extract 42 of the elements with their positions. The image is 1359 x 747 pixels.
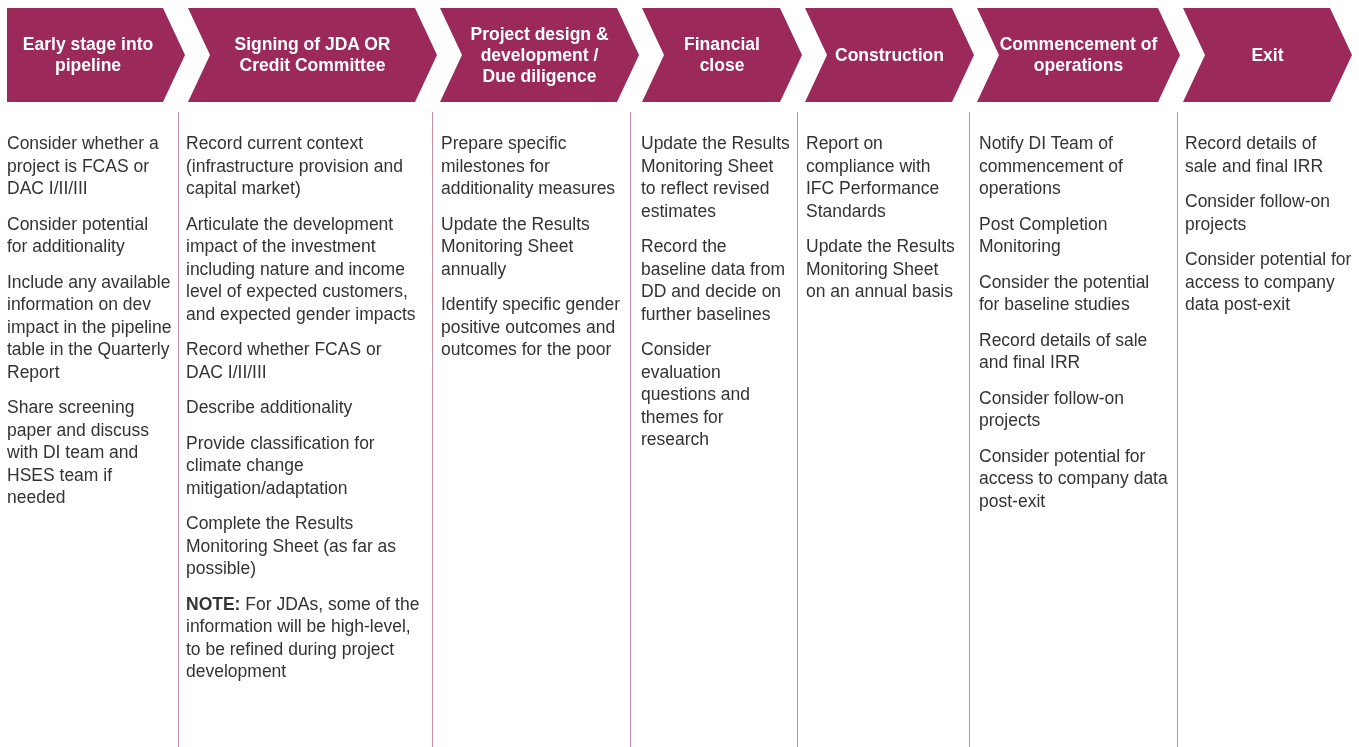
- stage-title: Construction: [834, 43, 945, 67]
- step-text: NOTE: For JDAs, some of the information will be high-level, to be refined during project development: [186, 592, 421, 683]
- stage-header: [805, 8, 974, 102]
- step-text: Consider potential for access to company data post-exit: [979, 444, 1169, 512]
- step-text: Update the Results Monitoring Sheet on an annual basis: [806, 235, 956, 303]
- step-text: Consider the potential for baseline studies: [979, 270, 1151, 316]
- stage-header: [440, 8, 639, 102]
- step-text: Articulate the development impact of the investment including nature and income level of expected customers, and expected gender impacts: [186, 212, 417, 325]
- step-text: Record the baseline data from DD and decide on further baselines: [641, 235, 786, 325]
- stage-title: Financial close: [683, 33, 761, 77]
- stage-title: Project design & development / Due diligence: [469, 22, 610, 88]
- step-text: Report on compliance with IFC Performance Standards: [806, 132, 941, 222]
- step-text: Consider evaluation questions and themes for research: [641, 338, 751, 451]
- step-text: Consider follow-on projects: [979, 386, 1125, 432]
- step-text: Record current context (infrastructure provision and capital market): [186, 132, 404, 200]
- step-text: Record details of sale and final IRR: [979, 328, 1149, 374]
- step-text: Record whether FCAS or DAC I/II/III: [186, 338, 383, 383]
- step-text: Consider potential for access to company data post-exit: [1185, 248, 1353, 316]
- step-text: Post Completion Monitoring: [979, 212, 1109, 258]
- stage-title: Commencement of operations: [999, 33, 1158, 77]
- step-text: Describe additionality: [186, 396, 354, 419]
- step-text: Include any available information on dev impact in the pipeline table in the Quarterly Report: [7, 270, 172, 383]
- stage-header: [188, 8, 437, 102]
- step-text: Update the Results Monitoring Sheet annually: [441, 212, 591, 280]
- stage-title: Early stage into pipeline: [21, 33, 155, 77]
- stage-header: [1183, 8, 1352, 102]
- step-text: Notify DI Team of commencement of operations: [979, 132, 1124, 200]
- stage-header: [977, 8, 1180, 102]
- step-text: Identify specific gender positive outcomes and outcomes for the poor: [441, 293, 621, 361]
- step-text: Consider potential for additionality: [7, 212, 150, 258]
- step-text: Share screening paper and discuss with DI team and HSES team if needed: [7, 396, 151, 509]
- step-text: Update the Results Monitoring Sheet to reflect revised estimates: [641, 132, 791, 222]
- step-text: Prepare specific milestones for additionality measures: [441, 132, 617, 200]
- stage-header: [642, 8, 802, 102]
- step-text: Complete the Results Monitoring Sheet (as far as possible): [186, 512, 398, 580]
- step-text: Consider whether a project is FCAS or DAC I/II/III: [7, 132, 160, 200]
- stage-title: Signing of JDA OR Credit Committee: [233, 33, 392, 77]
- stage-header: [7, 8, 185, 102]
- step-text: Consider follow-on projects: [1185, 190, 1331, 235]
- step-text: Provide classification for climate change mitigation/adaptation: [186, 431, 376, 499]
- step-text: Record details of sale and final IRR: [1185, 132, 1325, 177]
- stage-title: Exit: [1250, 43, 1285, 67]
